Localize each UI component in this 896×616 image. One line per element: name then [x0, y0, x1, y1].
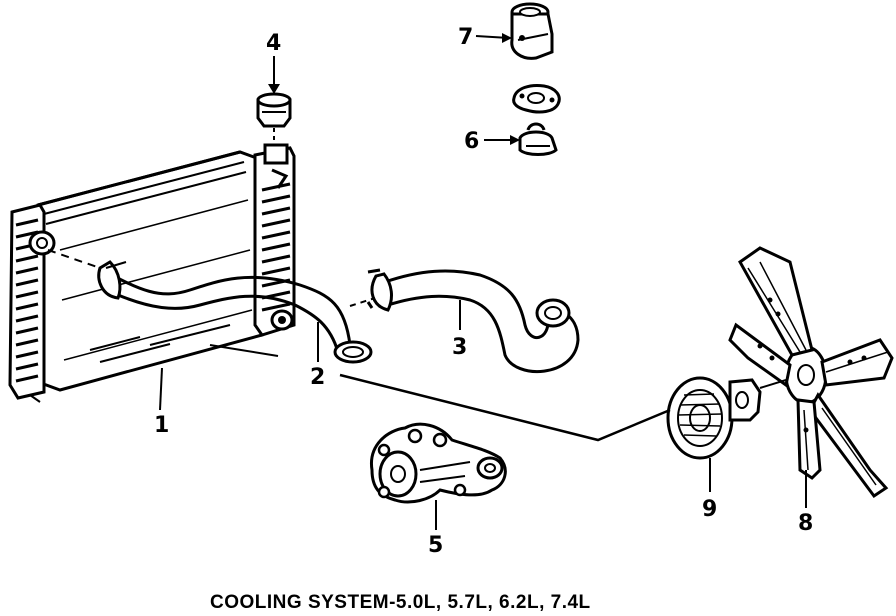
thermostat [518, 122, 558, 156]
callout-1: 1 [154, 367, 169, 438]
callout-8-label: 8 [798, 511, 813, 536]
callout-3: 3 [452, 300, 467, 360]
callout-5: 5 [428, 500, 443, 558]
callout-4-label: 4 [266, 31, 281, 56]
callout-1-label: 1 [154, 413, 169, 438]
callout-8: 8 [798, 470, 813, 536]
lower-hose [47, 249, 373, 364]
callout-9: 9 [702, 458, 717, 522]
callout-4: 4 [266, 31, 281, 94]
diagram-caption: COOLING SYSTEM-5.0L, 5.7L, 6.2L, 7.4L [210, 592, 591, 613]
water-outlet [510, 2, 554, 60]
callout-6: 6 [464, 129, 520, 154]
fan-blade [728, 246, 894, 499]
water-pump [370, 422, 507, 504]
callout-7: 7 [458, 25, 512, 50]
callout-5-label: 5 [428, 533, 443, 558]
callout-7-label: 7 [458, 25, 473, 50]
upper-hose [349, 268, 580, 374]
callout-2-label: 2 [310, 365, 325, 390]
callout-2: 2 [310, 322, 325, 390]
radiator [8, 143, 296, 403]
fan-clutch [666, 376, 762, 460]
callout-3-label: 3 [452, 335, 467, 360]
callout-9-label: 9 [702, 497, 717, 522]
gasket [512, 84, 561, 114]
assembly-lines [209, 344, 671, 442]
radiator-cap [256, 92, 292, 145]
callout-6-label: 6 [464, 129, 479, 154]
